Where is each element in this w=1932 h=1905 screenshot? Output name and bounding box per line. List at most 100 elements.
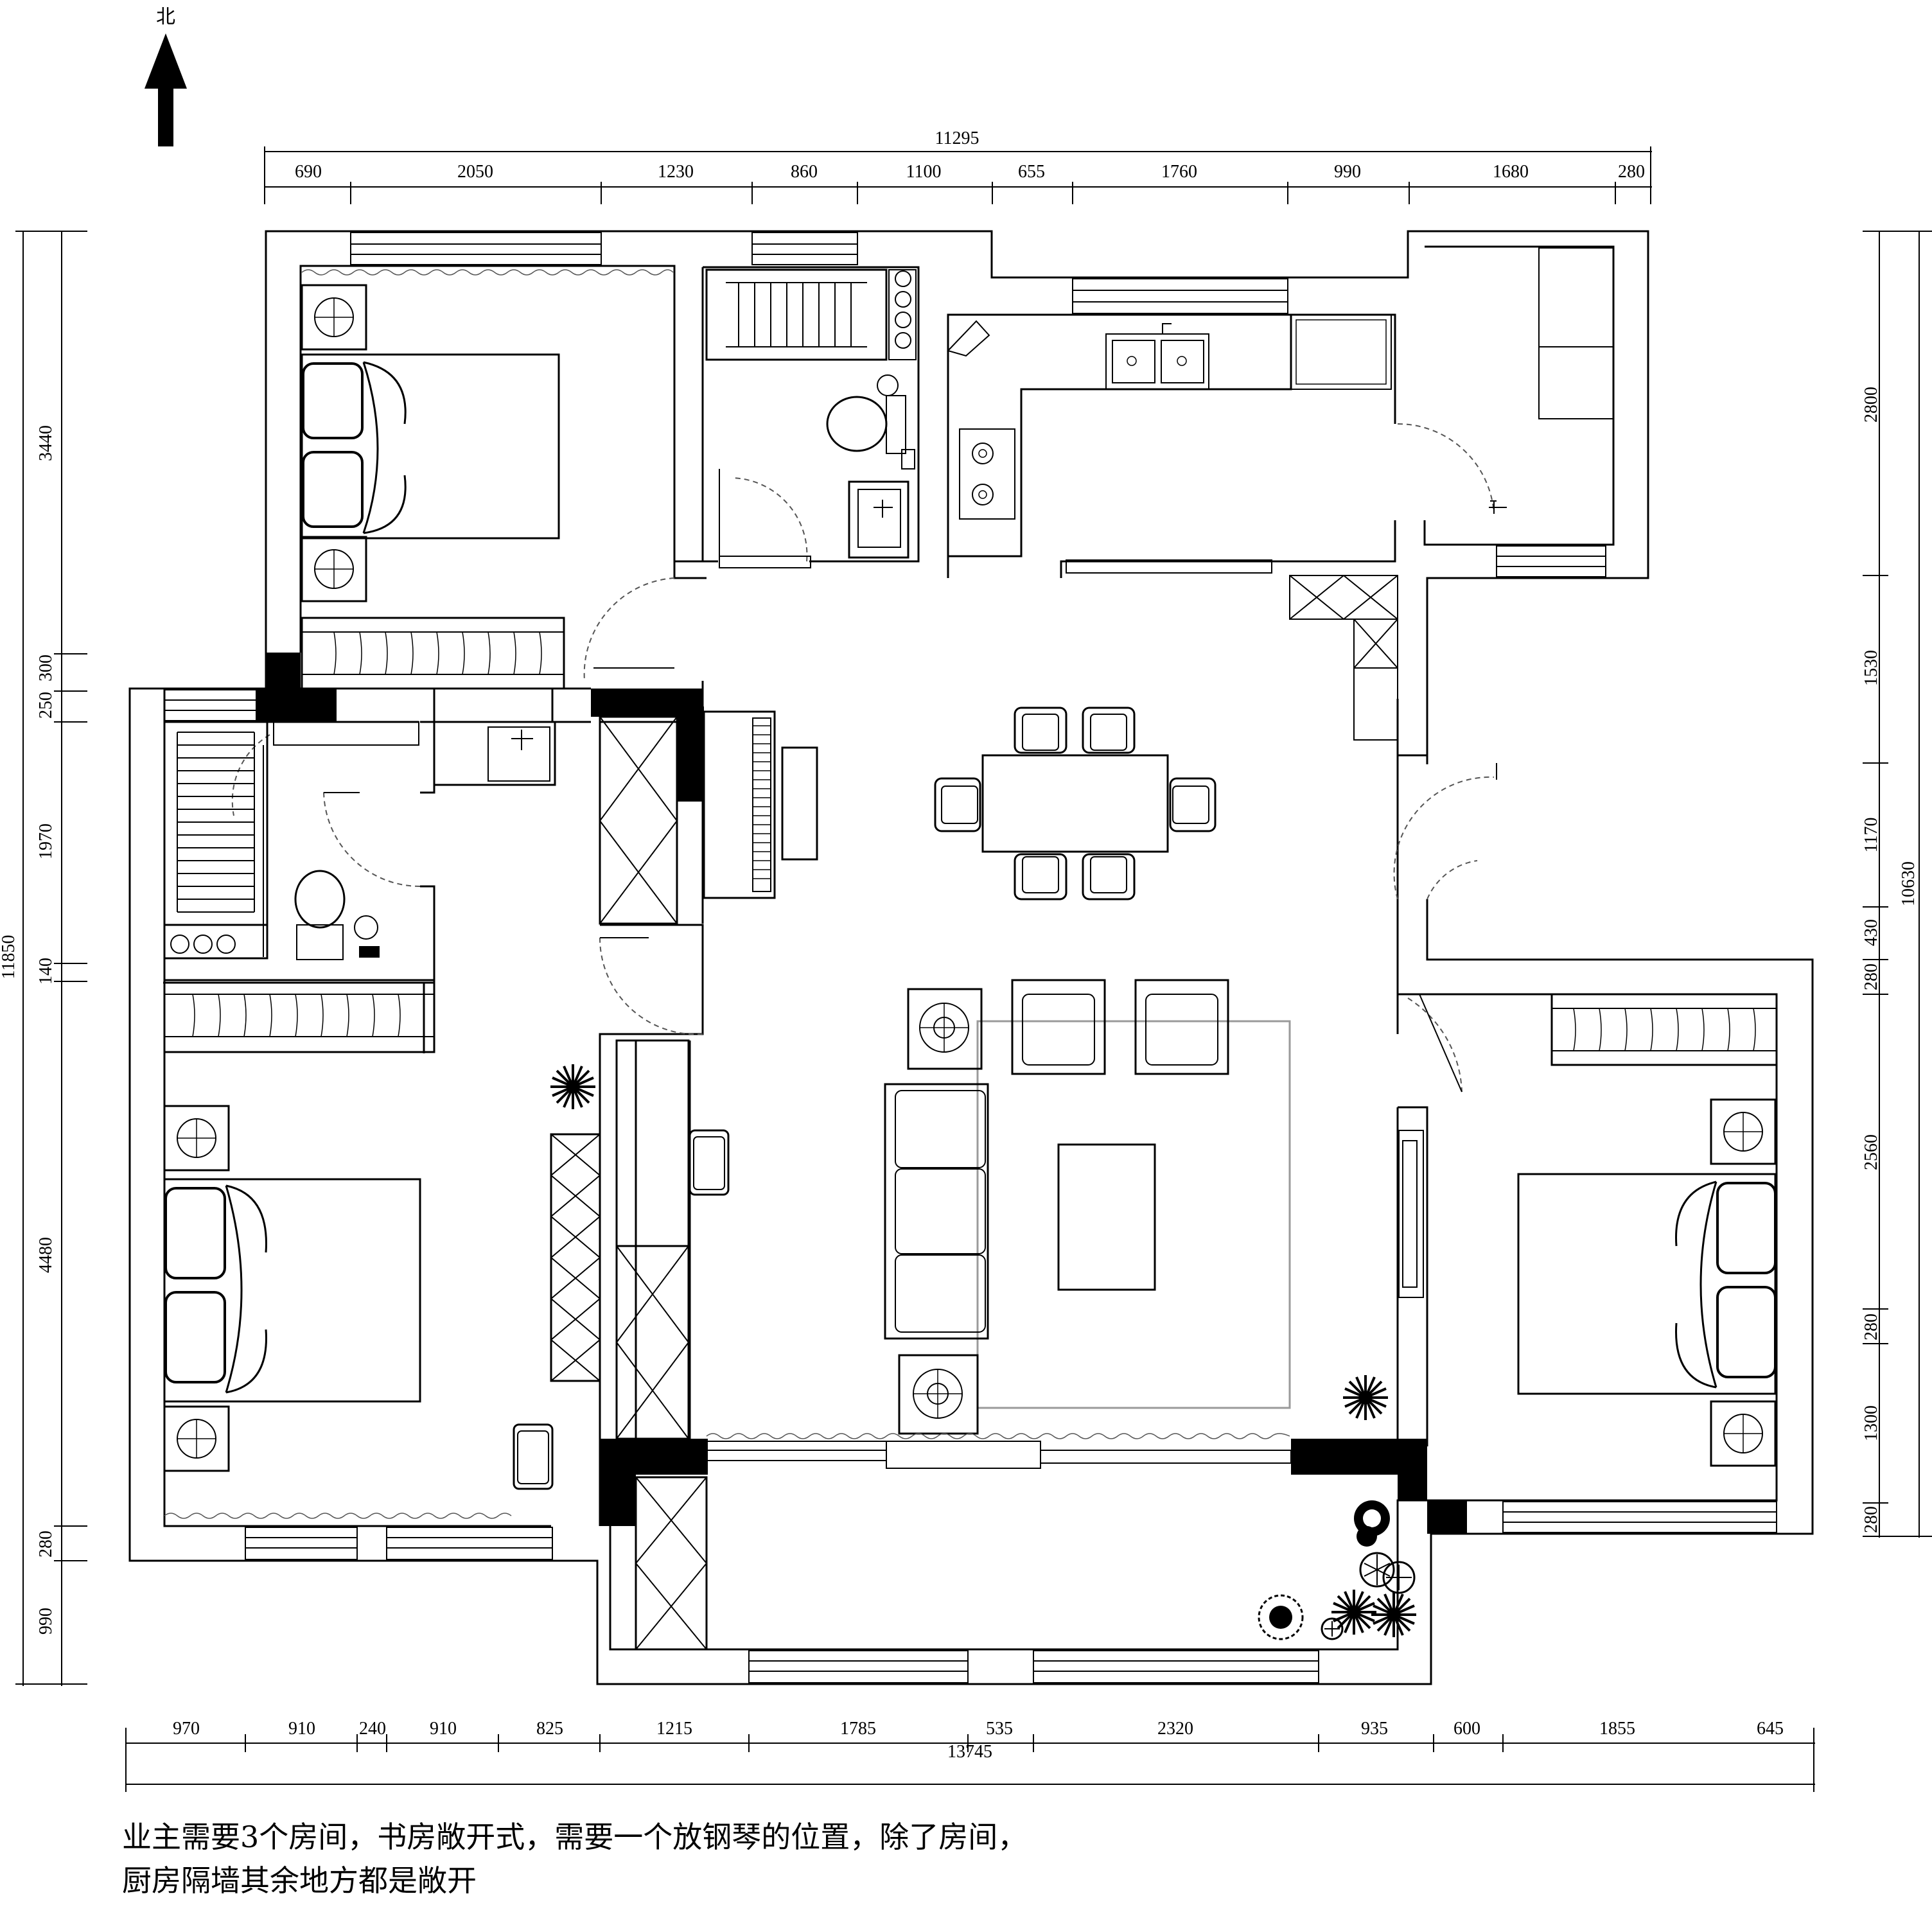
windows (164, 232, 1777, 1683)
plants (549, 1063, 1418, 1640)
side-table (898, 1354, 979, 1435)
bed-east (1517, 1173, 1777, 1395)
dimension-label: 860 (791, 162, 818, 182)
kitchen-counter (947, 315, 1292, 557)
right-dimensions (1863, 231, 1932, 1538)
north-label: 北 (156, 6, 175, 28)
dimension-label: 2560 (1861, 1134, 1881, 1170)
dimension-label: 935 (1361, 1719, 1388, 1739)
dimension-label: 910 (430, 1719, 457, 1739)
study-cabinet (615, 1245, 690, 1440)
owner-note-line2: 厨房隔墙其余地方都是敞开 (122, 1863, 477, 1898)
dimension-label: 990 (1334, 162, 1361, 182)
cabinet-nw-kitchen (1538, 247, 1614, 347)
dimension-label: 970 (173, 1719, 200, 1739)
rug (976, 1020, 1291, 1409)
dimension-label: 600 (1453, 1719, 1480, 1739)
study-desk (615, 1039, 690, 1247)
piano-bench (781, 746, 818, 861)
dimension-label: 250 (36, 692, 56, 719)
bedroom-east (1517, 993, 1778, 1467)
bottom-dimensions (125, 1728, 1815, 1792)
dimension-label: 280 (1618, 162, 1645, 182)
left-dimensions (15, 231, 87, 1686)
dining-chair (1082, 853, 1136, 900)
dimension-label: 1300 (1861, 1405, 1881, 1441)
study-area (513, 1039, 730, 1651)
living-room (706, 979, 1424, 1439)
shower-tray (705, 268, 888, 361)
dimension-label: 1100 (906, 162, 942, 182)
bookshelf (550, 1133, 601, 1382)
bed-sw (163, 1178, 421, 1403)
sink-west (433, 721, 556, 786)
dimension-label: 300 (36, 654, 56, 681)
fridge (1290, 314, 1392, 390)
tall-cabinet (1289, 575, 1398, 741)
wardrobe-balcony (635, 1476, 708, 1651)
dimension-label: 1170 (1861, 818, 1881, 853)
desk-chair (513, 1423, 554, 1490)
wardrobe-sw (163, 979, 435, 1053)
wardrobe-east (1550, 993, 1778, 1066)
sink-north (848, 480, 909, 559)
wardrobe-hall (599, 715, 678, 925)
side-table (907, 988, 983, 1070)
dimension-label: 645 (1757, 1719, 1784, 1739)
wall-columns (256, 653, 1467, 1534)
sofa (884, 1083, 989, 1340)
north-arrow: 北 (145, 6, 187, 146)
right-total-dimension: 10630 (1899, 861, 1919, 906)
dimension-label: 280 (1861, 963, 1881, 990)
dimension-label: 140 (36, 958, 56, 985)
dining-chair (1169, 777, 1216, 832)
dimension-label: 3440 (36, 425, 56, 461)
desk-chair (689, 1129, 730, 1196)
bottom-total-dimension: 13745 (947, 1742, 992, 1762)
dining-chair (1014, 853, 1067, 900)
bedroom-nw (301, 269, 674, 690)
dimension-label: 1530 (1861, 650, 1881, 686)
coffee-table (1057, 1143, 1156, 1291)
bathroom-north (705, 268, 917, 568)
dimension-label: 1215 (656, 1719, 692, 1739)
dimension-label: 1785 (840, 1719, 876, 1739)
dimension-label: 4480 (36, 1237, 56, 1273)
dimension-label: 910 (288, 1719, 315, 1739)
bottom-segment-labels: 970 910 240 910 825 1215 1785 535 2320 935 600 1855… (173, 1719, 1784, 1739)
owner-note-line1: 业主需要3个房间，书房敞开式，需要一个放钢琴的位置，除了房间， (122, 1820, 1028, 1854)
dining-chair (934, 777, 981, 832)
top-dimensions (264, 146, 1652, 204)
dimension-label: 2320 (1157, 1719, 1193, 1739)
dimension-label: 535 (986, 1719, 1013, 1739)
dimension-label: 1680 (1493, 162, 1529, 182)
exterior-walls (128, 230, 1814, 1685)
dimension-label: 1230 (658, 162, 694, 182)
kitchen-sink (1105, 333, 1209, 390)
piano-area (599, 710, 818, 925)
dimension-label: 240 (359, 1719, 386, 1739)
toilet-north (826, 396, 888, 452)
wardrobe-nw (301, 617, 565, 690)
dining-chair (1014, 707, 1067, 754)
dining-chair (1082, 707, 1136, 754)
dimension-label: 1855 (1599, 1719, 1635, 1739)
dimension-label: 825 (536, 1719, 563, 1739)
dimension-label: 2050 (457, 162, 493, 182)
dimension-label: 990 (36, 1608, 56, 1635)
bed-nw (301, 353, 560, 540)
dining-table (981, 754, 1169, 853)
bedroom-sw (163, 979, 512, 1519)
stove (959, 428, 1015, 520)
doors (231, 423, 1495, 1093)
door-leaves (324, 469, 1497, 1093)
top-total-dimension: 11295 (935, 128, 979, 148)
dimension-label: 1760 (1161, 162, 1197, 182)
dimension-label: 690 (295, 162, 322, 182)
dimension-label: 280 (36, 1531, 56, 1558)
dining-set (934, 707, 1216, 900)
armchair (1011, 979, 1106, 1075)
